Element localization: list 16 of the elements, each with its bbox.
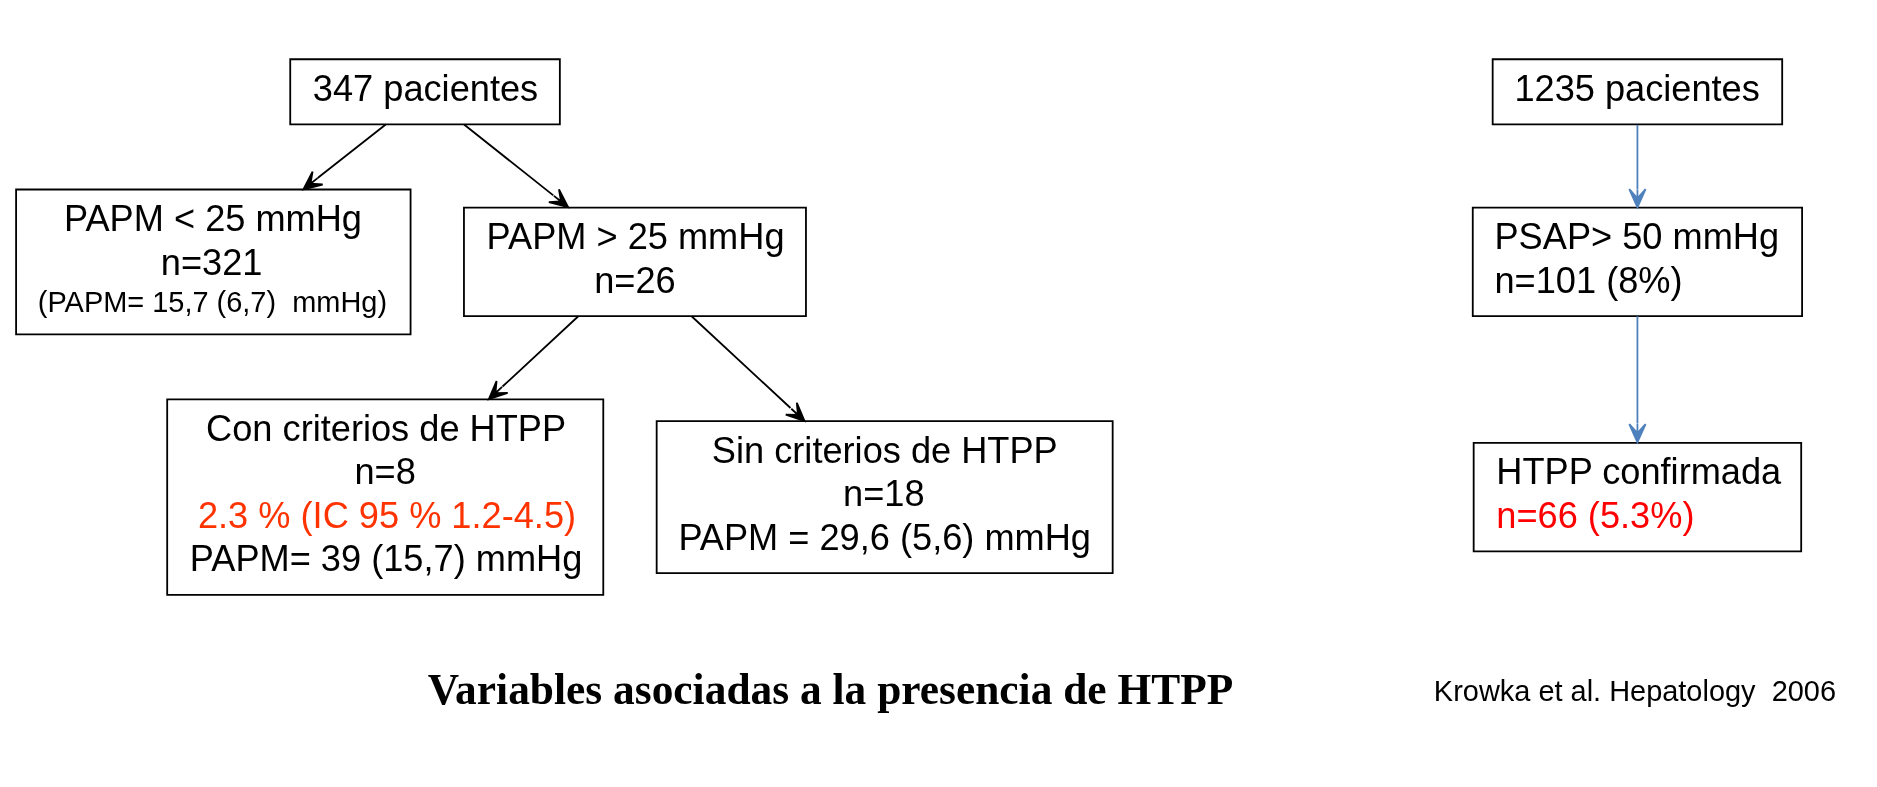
node-box: Con criterios de HTPP n=8 2.3 % (IC 95 % 1.2-4.5) PAPM= 39 (15,7) mmHg: [166, 398, 605, 596]
arrow: [487, 314, 580, 400]
node-box: Sin criterios de HTPP n=18 PAPM = 29,6 (5,6) mmHg: [655, 419, 1114, 574]
label: Variables asociadas a la presencia de HTPP: [427, 664, 1234, 713]
node-box: PAPM > 25 mmHg n=26: [463, 206, 807, 317]
node-box: 1235 pacientes: [1491, 57, 1784, 125]
label: Krowka et al. Hepatology 2006: [1433, 674, 1837, 707]
node-box: PSAP> 50 mmHg n=101 (8%): [1471, 206, 1803, 317]
arrow: [1628, 314, 1647, 443]
node-box: PAPM < 25 mmHg n=321 (PAPM= 15,7 (6,7) mmHg): [15, 188, 412, 335]
node-box: HTPP confirmada n=66 (5.3%): [1472, 441, 1803, 552]
node-box: 347 pacientes: [289, 57, 561, 125]
arrow: [302, 123, 387, 190]
arrow: [1628, 123, 1647, 208]
arrow: [690, 314, 806, 422]
arrow: [463, 123, 569, 208]
